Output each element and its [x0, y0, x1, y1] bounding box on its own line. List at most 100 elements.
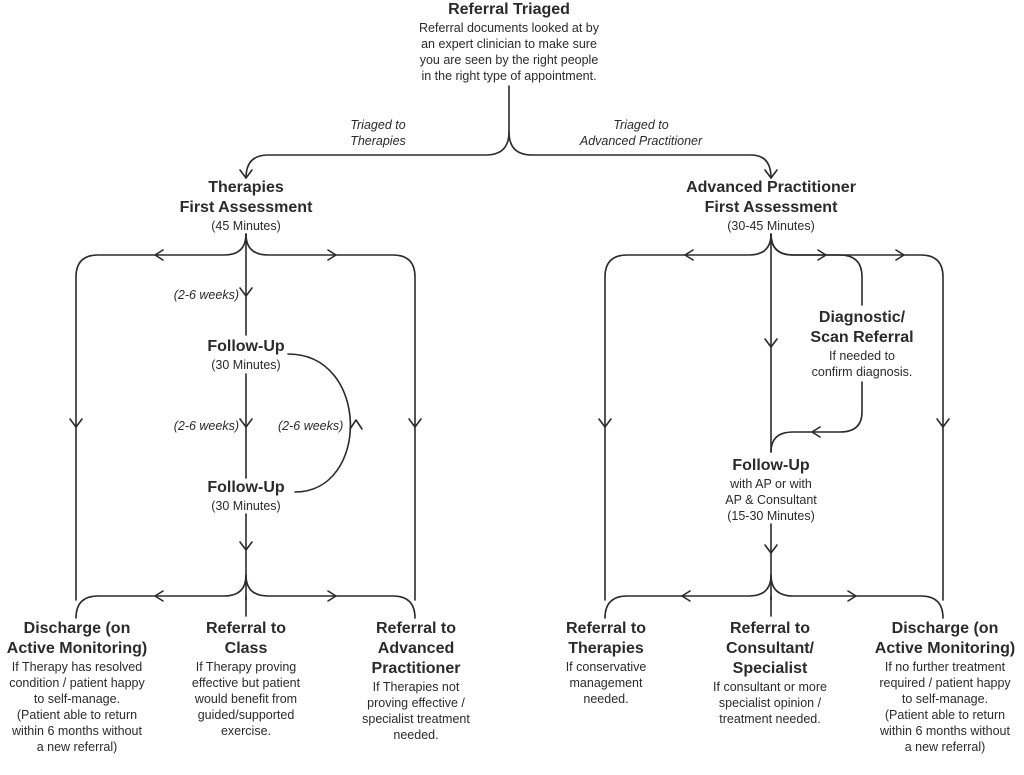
node-desc-line: (45 Minutes) [211, 219, 281, 233]
node-title: Referral to [729, 620, 811, 637]
node-desc-line: If Therapy has resolved [11, 660, 143, 674]
node-title: Discharge (on [891, 620, 999, 637]
node-title: Therapies [568, 640, 644, 657]
node-title: First Assessment [704, 199, 838, 216]
node-title: Scan Referral [810, 329, 914, 346]
node-desc-line: guided/supported [197, 708, 295, 722]
node-desc-line: If consultant or more [713, 680, 827, 694]
connector-therapies-branch [75, 233, 247, 601]
node-title: Referral to [375, 620, 457, 637]
node-desc-line: with AP or with [730, 477, 812, 491]
connector-to-ap [508, 131, 772, 179]
node-desc-line: an expert clinician to make sure [421, 37, 597, 51]
node-title: Follow-Up [207, 338, 285, 355]
node-desc-line: within 6 months without [12, 724, 142, 738]
node-desc-line: specialist opinion / [718, 696, 822, 710]
node-title: Discharge (on [23, 620, 131, 637]
node-diagnostic-scan-referral: Diagnostic/ Scan Referral If needed to c… [810, 308, 913, 380]
connector-loop [287, 353, 352, 493]
arrow [847, 590, 857, 602]
node-ap-first-assessment: Advanced Practitioner First Assessment (… [686, 178, 856, 234]
arrow [239, 287, 253, 297]
node-desc-line: exercise. [220, 724, 272, 738]
node-desc-line: to self-manage. [901, 692, 989, 706]
arrow [408, 418, 422, 428]
arrow-ap [764, 169, 778, 179]
arrow [239, 541, 253, 551]
node-title: Therapies [208, 179, 284, 196]
arrow [936, 418, 950, 428]
edge-label-line: Triaged to [613, 118, 669, 132]
node-title: Class [224, 640, 268, 657]
node-title: Referral to [565, 620, 647, 637]
node-follow-up-2: Follow-Up (30 Minutes) [207, 478, 284, 514]
node-desc-line: effective but patient [191, 676, 301, 690]
edge-label-line: Advanced Practitioner [579, 134, 703, 148]
arrow [154, 590, 164, 602]
node-desc-line: a new referral) [904, 740, 986, 754]
node-desc-line: (30 Minutes) [211, 499, 281, 513]
node-desc-line: you are seen by the right people [419, 53, 599, 67]
node-desc-line: treatment needed. [719, 712, 821, 726]
edge-label-line: Therapies [350, 134, 406, 148]
connector-therapies-branch-right [245, 233, 416, 601]
arrow [327, 590, 337, 602]
connector-bottom-right [245, 574, 416, 619]
node-discharge-right: Discharge (on Active Monitoring) If no f… [875, 619, 1015, 755]
arrow [239, 418, 253, 428]
node-desc-line: required / patient happy [879, 676, 1011, 690]
node-title: Referral Triaged [448, 1, 570, 18]
arrow [895, 249, 905, 261]
node-referral-to-class: Referral to Class If Therapy proving eff… [192, 619, 300, 739]
arrow [69, 418, 83, 428]
node-desc-line: (15-30 Minutes) [727, 509, 815, 523]
node-title: Follow-Up [207, 479, 285, 496]
node-desc-line: needed. [393, 728, 439, 742]
arrow-therapies [239, 169, 253, 179]
node-referral-to-therapies: Referral to Therapies If conservative ma… [566, 619, 647, 707]
node-title: Consultant/ [725, 640, 814, 657]
node-desc-line: If conservative [565, 660, 647, 674]
node-title: Active Monitoring) [874, 640, 1016, 657]
edge-label-triaged-therapies: Triaged to Therapies [350, 117, 406, 149]
edge-label-weeks-2: (2-6 weeks) [173, 419, 239, 433]
node-desc-line: If no further treatment [884, 660, 1006, 674]
edge-label-weeks-loop: (2-6 weeks) [278, 419, 344, 433]
node-desc-line: confirm diagnosis. [811, 365, 913, 379]
connector-bottom-left [75, 574, 247, 619]
node-desc-line: Referral documents looked at by [419, 21, 599, 35]
connector-diagnostic-return [770, 381, 863, 453]
arrow [764, 338, 778, 348]
node-referral-to-consultant: Referral to Consultant/ Specialist If co… [713, 619, 827, 727]
node-title: Advanced [377, 640, 455, 657]
node-referral-triaged: Referral Triaged Referral documents look… [419, 0, 599, 84]
node-desc-line: management [569, 676, 643, 690]
connector-to-diagnostic [770, 233, 863, 306]
node-desc-line: specialist treatment [362, 712, 470, 726]
node-title: Active Monitoring) [6, 640, 148, 657]
connector-ap-bottom-right [770, 574, 944, 619]
arrow [327, 249, 337, 261]
node-follow-up-1: Follow-Up (30 Minutes) [207, 337, 284, 373]
node-title: Practitioner [371, 660, 461, 677]
node-desc-line: If Therapy proving [195, 660, 297, 674]
node-title: Diagnostic/ [818, 309, 906, 326]
arrow [154, 249, 164, 261]
node-desc-line: needed. [583, 692, 629, 706]
node-title: Referral to [205, 620, 287, 637]
node-desc-line: (30-45 Minutes) [727, 219, 815, 233]
node-desc-line: would benefit from [194, 692, 298, 706]
arrow [811, 426, 821, 438]
node-desc-line: to self-manage. [33, 692, 121, 706]
node-desc-line: within 6 months without [880, 724, 1010, 738]
node-desc-line: (Patient able to return [16, 708, 138, 722]
connector-ap-bottom-left [604, 574, 772, 619]
arrow [684, 249, 694, 261]
node-desc-line: (30 Minutes) [211, 358, 281, 372]
edge-label-weeks-1: (2-6 weeks) [173, 288, 239, 302]
node-desc-line: If needed to [828, 349, 896, 363]
connector-ap-branch-right [770, 233, 944, 601]
arrow [681, 590, 691, 602]
arrow [764, 544, 778, 554]
node-title: Follow-Up [732, 457, 810, 474]
